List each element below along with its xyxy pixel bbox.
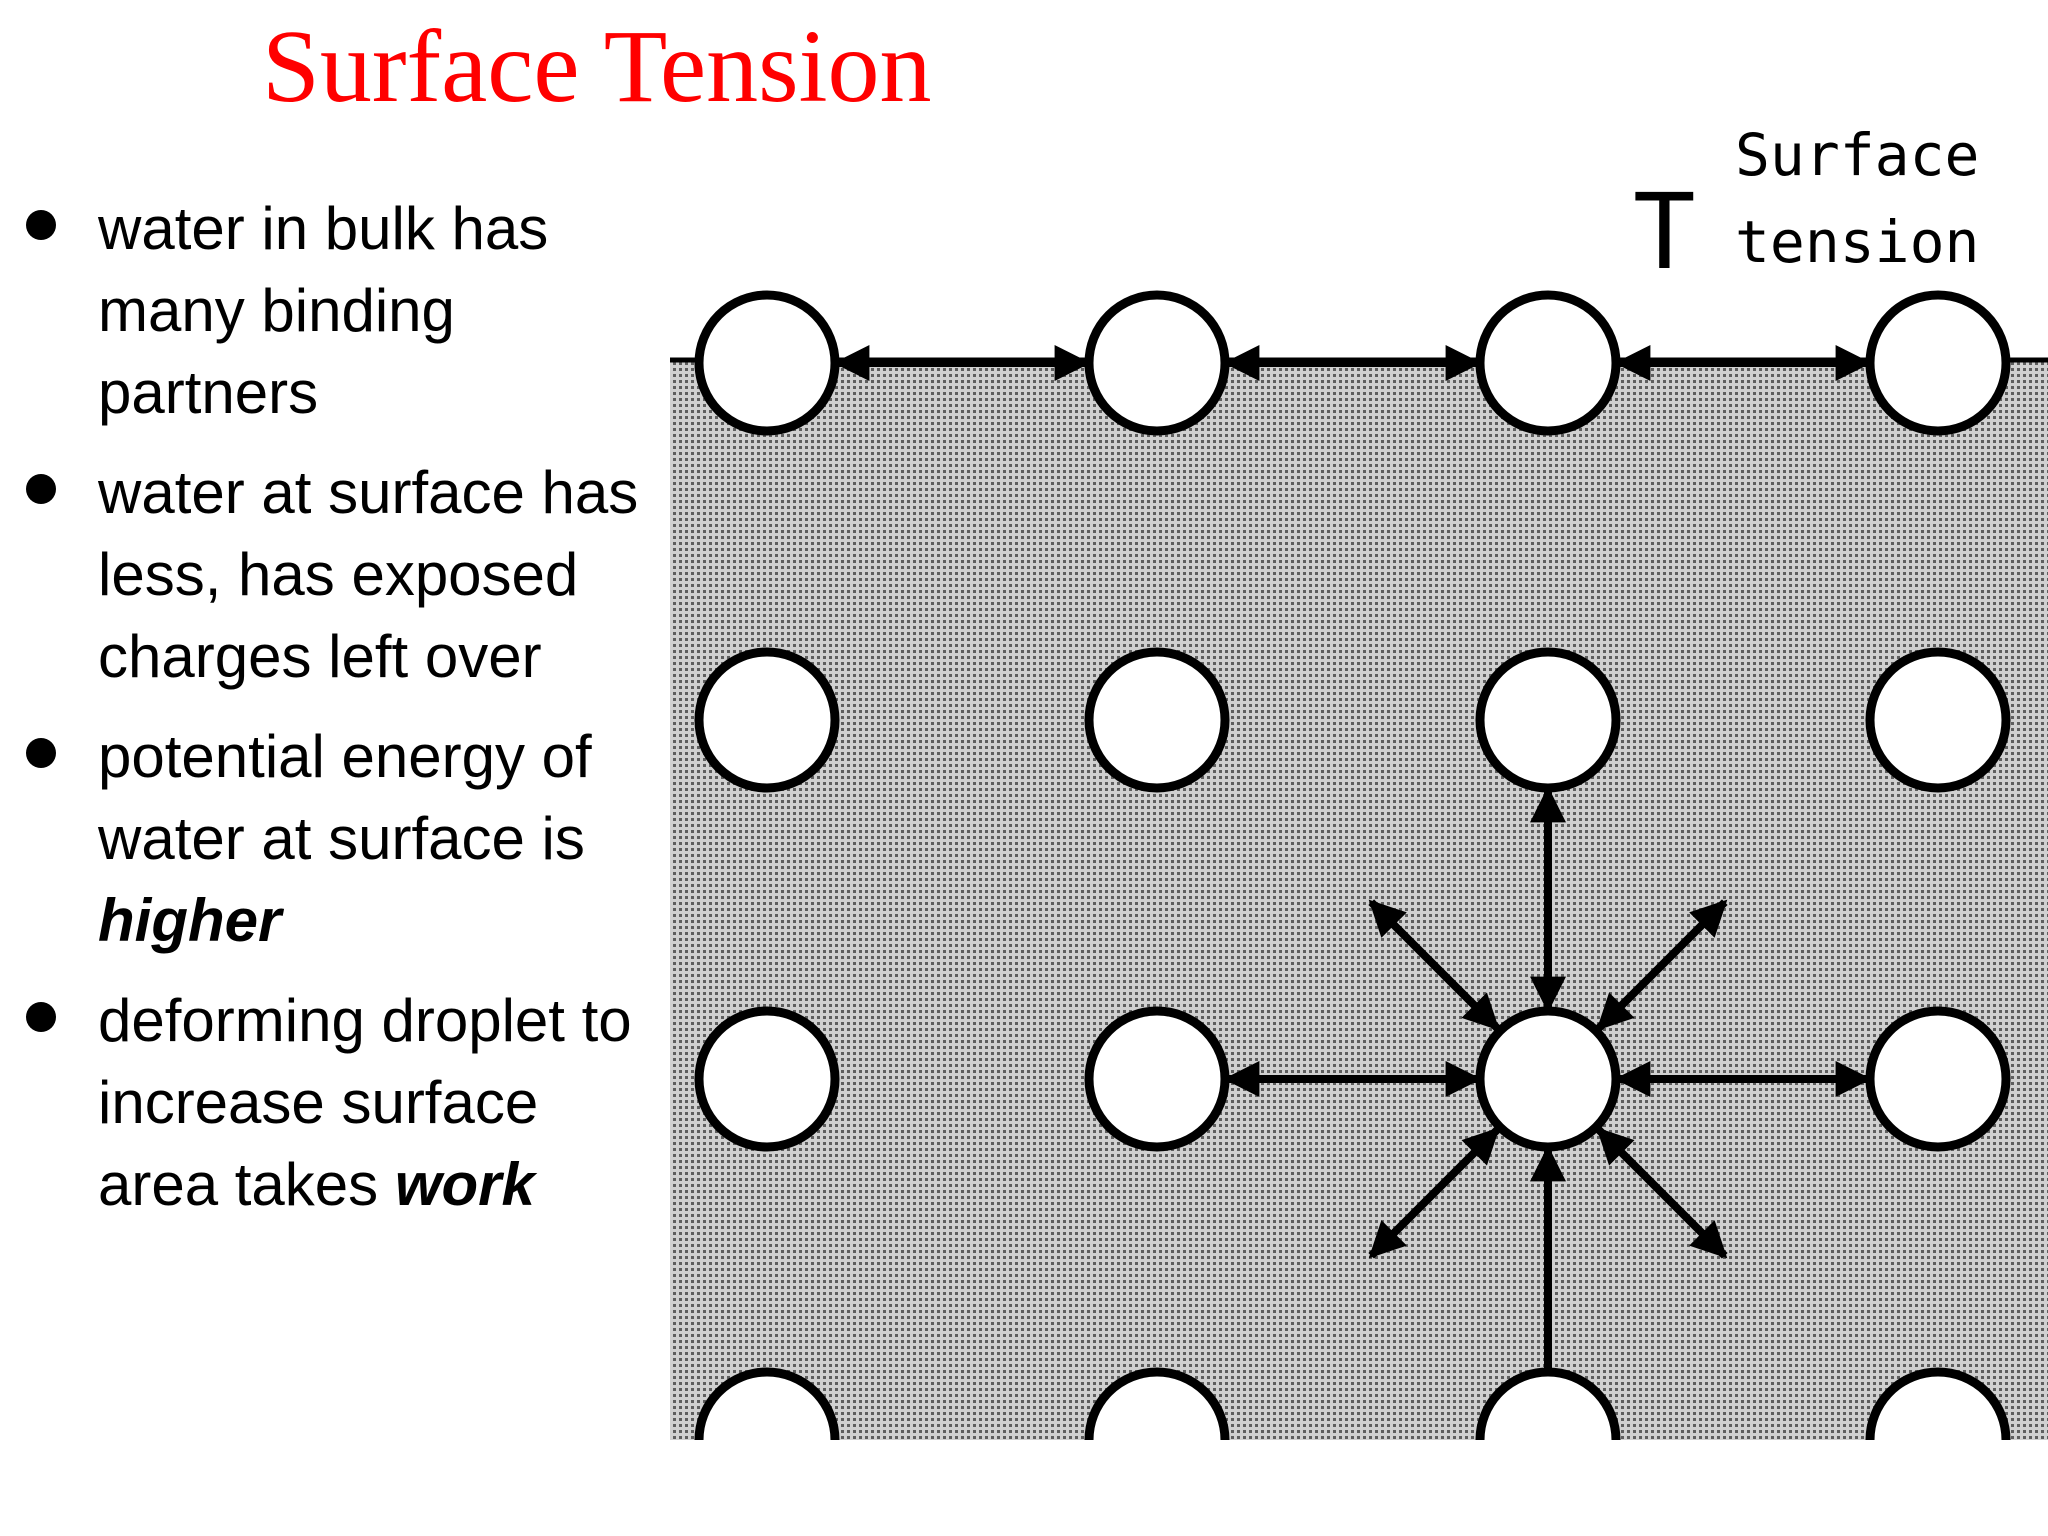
bulk-water-molecule: [1475, 1367, 1621, 1440]
bulk-water-molecule: [694, 1367, 840, 1440]
slide-title: Surface Tension: [262, 9, 932, 124]
surface-tension-diagram: T Surface tension: [670, 121, 2048, 1440]
bullet-text: deforming droplet to increase surface ar…: [98, 987, 632, 1218]
bulk-water-molecule: [1084, 1367, 1230, 1440]
bullet-item: water at surface has less, has exposed c…: [20, 452, 640, 698]
bulk-water-molecule: [1084, 1006, 1230, 1152]
bullet-dot-icon: [26, 210, 56, 240]
tension-symbol: T: [1633, 171, 1696, 293]
bulk-water-molecule: [1475, 1006, 1621, 1152]
bullet-text: water at surface has less, has exposed c…: [98, 459, 639, 690]
bullet-dot-icon: [26, 474, 56, 504]
bullet-text: potential energy of water at surface is: [98, 723, 592, 872]
surface-water-molecule: [694, 290, 840, 436]
bulk-bond-arrow: [1368, 899, 1500, 1031]
bullet-dot-icon: [26, 738, 56, 768]
bulk-water-molecule: [1475, 647, 1621, 793]
bulk-bond-arrow: [1368, 1127, 1500, 1259]
surface-tension-label-line1: Surface: [1735, 121, 1979, 189]
surface-water-molecule: [1475, 290, 1621, 436]
bulk-water-molecule: [1865, 1006, 2011, 1152]
bullet-list: water in bulk has many binding partners …: [20, 188, 640, 1244]
bullet-item: potential energy of water at surface is …: [20, 716, 640, 962]
bulk-water-molecule: [694, 1006, 840, 1152]
water-texture: [670, 360, 2048, 1440]
bullet-item: water in bulk has many binding partners: [20, 188, 640, 434]
bullet-text: water in bulk has many binding partners: [98, 195, 549, 426]
bulk-bond-arrow: [1596, 1127, 1728, 1259]
bulk-water-molecule: [1865, 647, 2011, 793]
bulk-water-molecule: [1084, 647, 1230, 793]
surface-water-molecule: [1865, 290, 2011, 436]
surface-tension-label-line2: tension: [1735, 208, 1979, 276]
bullet-dot-icon: [26, 1002, 56, 1032]
bulk-water-molecule: [1865, 1367, 2011, 1440]
bullet-emphasis: work: [394, 1151, 535, 1218]
bulk-bond-arrow: [1596, 899, 1728, 1031]
bullet-emphasis: higher: [98, 887, 282, 954]
bullet-item: deforming droplet to increase surface ar…: [20, 980, 640, 1226]
bulk-water-molecule: [694, 647, 840, 793]
surface-water-molecule: [1084, 290, 1230, 436]
